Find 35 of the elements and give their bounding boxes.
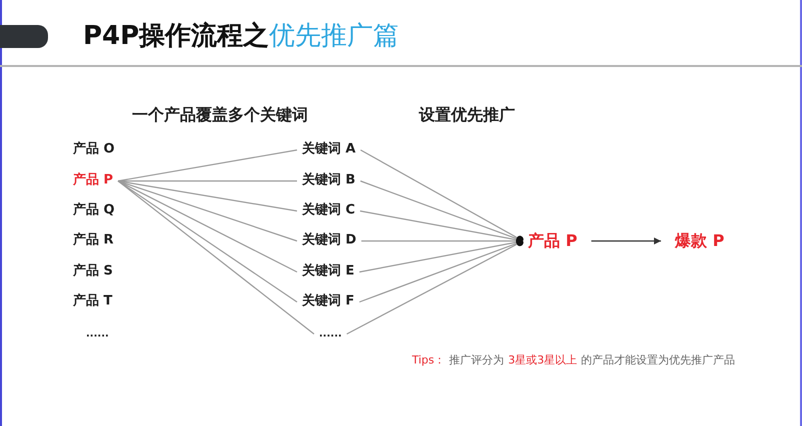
connector-line — [118, 180, 298, 212]
connector-line — [361, 238, 523, 244]
product-label: 产品 T — [73, 294, 112, 310]
connector-line — [359, 238, 524, 273]
connector-line — [360, 149, 524, 243]
connector-line — [118, 180, 314, 334]
product-label: 产品 S — [73, 264, 113, 280]
tip-prefix: Tips： — [412, 354, 446, 367]
keyword-label: 关键词 E — [302, 264, 354, 280]
arrow — [591, 238, 661, 244]
hit-product-label: 爆款 P — [675, 232, 724, 250]
connector-line — [118, 149, 298, 182]
product-label: 产品 O — [73, 142, 115, 158]
tip-text: 推广评分为 — [449, 354, 504, 367]
connector-line — [118, 180, 298, 273]
connector-line — [346, 239, 524, 335]
tip-text: 的产品才能设置为优先推广产品 — [581, 354, 736, 367]
keyword-label: 关键词 B — [302, 174, 356, 188]
column-heading: 一个产品覆盖多个关键词 — [132, 106, 308, 124]
page-title: P4P操作流程之优先推广篇 — [83, 22, 400, 52]
rating-highlight: 3星或3星以上 — [508, 354, 578, 367]
product-label: 产品 Q — [73, 204, 115, 218]
connector-line — [118, 180, 298, 302]
keyword-label: 关键词 D — [302, 234, 356, 248]
ellipsis-text: ...... — [319, 328, 342, 340]
keyword-label: 关键词 C — [302, 204, 356, 218]
connector-line — [359, 238, 524, 303]
ellipsis-text: ...... — [86, 328, 109, 340]
product-label: 产品 P — [73, 174, 114, 188]
product-label: 产品 P — [528, 232, 578, 250]
connector-line — [118, 180, 297, 182]
column-heading: 设置优先推广 — [419, 106, 515, 124]
product-label: 产品 R — [73, 234, 114, 248]
keyword-label: 关键词 A — [302, 142, 356, 158]
keyword-label: 关键词 F — [302, 294, 354, 310]
